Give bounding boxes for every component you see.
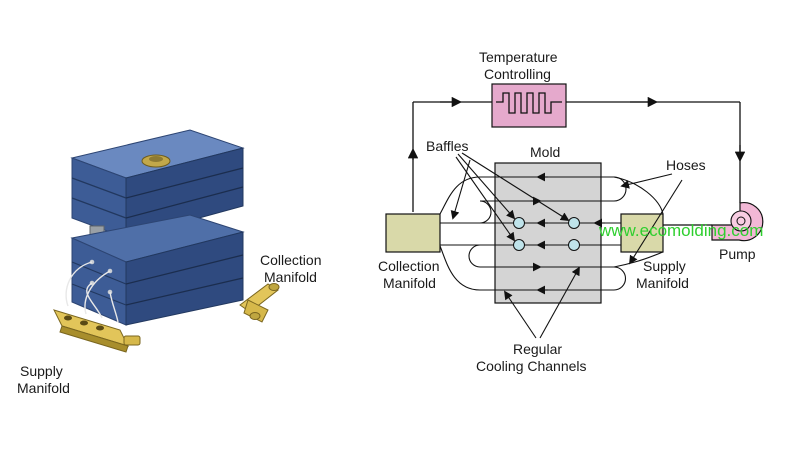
collection-label-1: Collection — [378, 258, 439, 274]
left-supply-label-2: Manifold — [17, 380, 70, 396]
regular-channels-label-2: Cooling Channels — [476, 358, 587, 374]
supply-manifold-box — [620, 213, 664, 253]
collection-manifold-3d — [239, 283, 280, 323]
temperature-label-2: Controlling — [484, 66, 551, 82]
hose-loops — [439, 176, 664, 291]
supply-manifold-3d — [53, 309, 141, 353]
upper-mold-block — [70, 129, 245, 239]
temperature-controller — [491, 83, 567, 128]
pump-label: Pump — [719, 246, 756, 262]
regular-channels-label-1: Regular — [513, 341, 562, 357]
mold-hoses — [65, 261, 119, 323]
collection-manifold-box — [385, 213, 441, 253]
watermark-text: www.ecomolding.com — [598, 221, 763, 240]
supply-label-1: Supply — [643, 258, 686, 274]
left-supply-label-1: Supply — [20, 363, 63, 379]
hoses-label: Hoses — [666, 157, 706, 173]
callout-arrows — [450, 152, 683, 339]
left-collection-label-2: Manifold — [264, 269, 317, 285]
mold-3d-illustration — [53, 129, 280, 353]
left-collection-label-1: Collection — [260, 252, 321, 268]
supply-label-2: Manifold — [636, 275, 689, 291]
baffles-label: Baffles — [426, 138, 469, 154]
temperature-label-1: Temperature — [479, 49, 558, 65]
pump-icon — [711, 202, 764, 242]
cooling-schematic: Temperature Controlling Baffles Mold Hos… — [378, 49, 763, 374]
cooling-channels — [440, 172, 621, 295]
lower-mold-block — [70, 214, 245, 326]
baffles — [513, 217, 580, 251]
collection-label-2: Manifold — [383, 275, 436, 291]
mold-label: Mold — [530, 144, 560, 160]
circulation-loop — [407, 96, 746, 226]
